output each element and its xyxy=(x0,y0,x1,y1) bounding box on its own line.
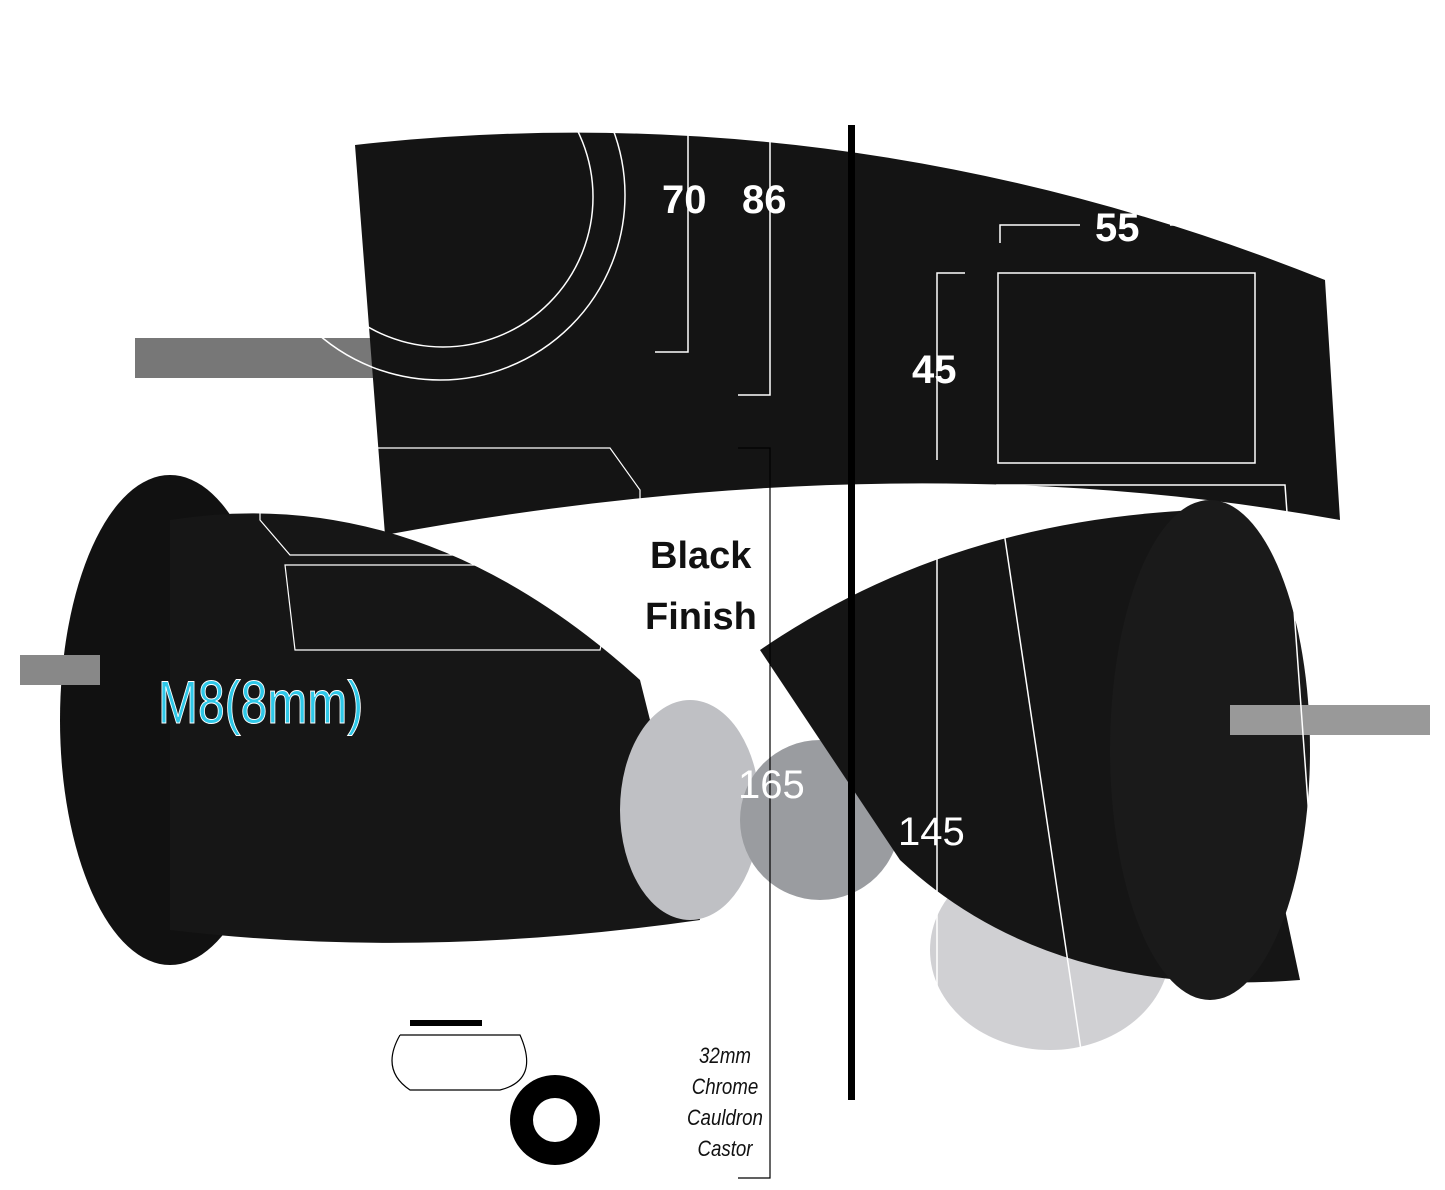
finish-label-2: Finish xyxy=(645,596,757,638)
thread-size-label: M8(8mm) xyxy=(158,669,364,737)
divider-line xyxy=(848,125,855,1100)
castor-word: Castor xyxy=(697,1136,753,1161)
finish-label-1: Black xyxy=(650,535,752,577)
dim-70: 70 xyxy=(662,178,707,222)
dimension-overlays xyxy=(254,2,1336,1179)
chrome-collar xyxy=(620,700,760,920)
dim-145: 145 xyxy=(898,810,965,854)
curved-leg-top xyxy=(355,132,1340,535)
turned-leg-body xyxy=(170,513,700,943)
dim-45: 45 xyxy=(912,348,957,392)
dim-165: 165 xyxy=(738,763,805,807)
threaded-bolt-top xyxy=(135,338,375,378)
castor-size: 32mm xyxy=(699,1043,751,1068)
threaded-bolt-right xyxy=(1230,705,1430,735)
castor-outline xyxy=(259,447,771,1179)
dim-86: 86 xyxy=(742,178,787,222)
dim-55: 55 xyxy=(1095,206,1140,250)
castor-label: 32mm Chrome Cauldron Castor xyxy=(653,1040,798,1164)
castor-type: Chrome Cauldron xyxy=(687,1074,763,1130)
